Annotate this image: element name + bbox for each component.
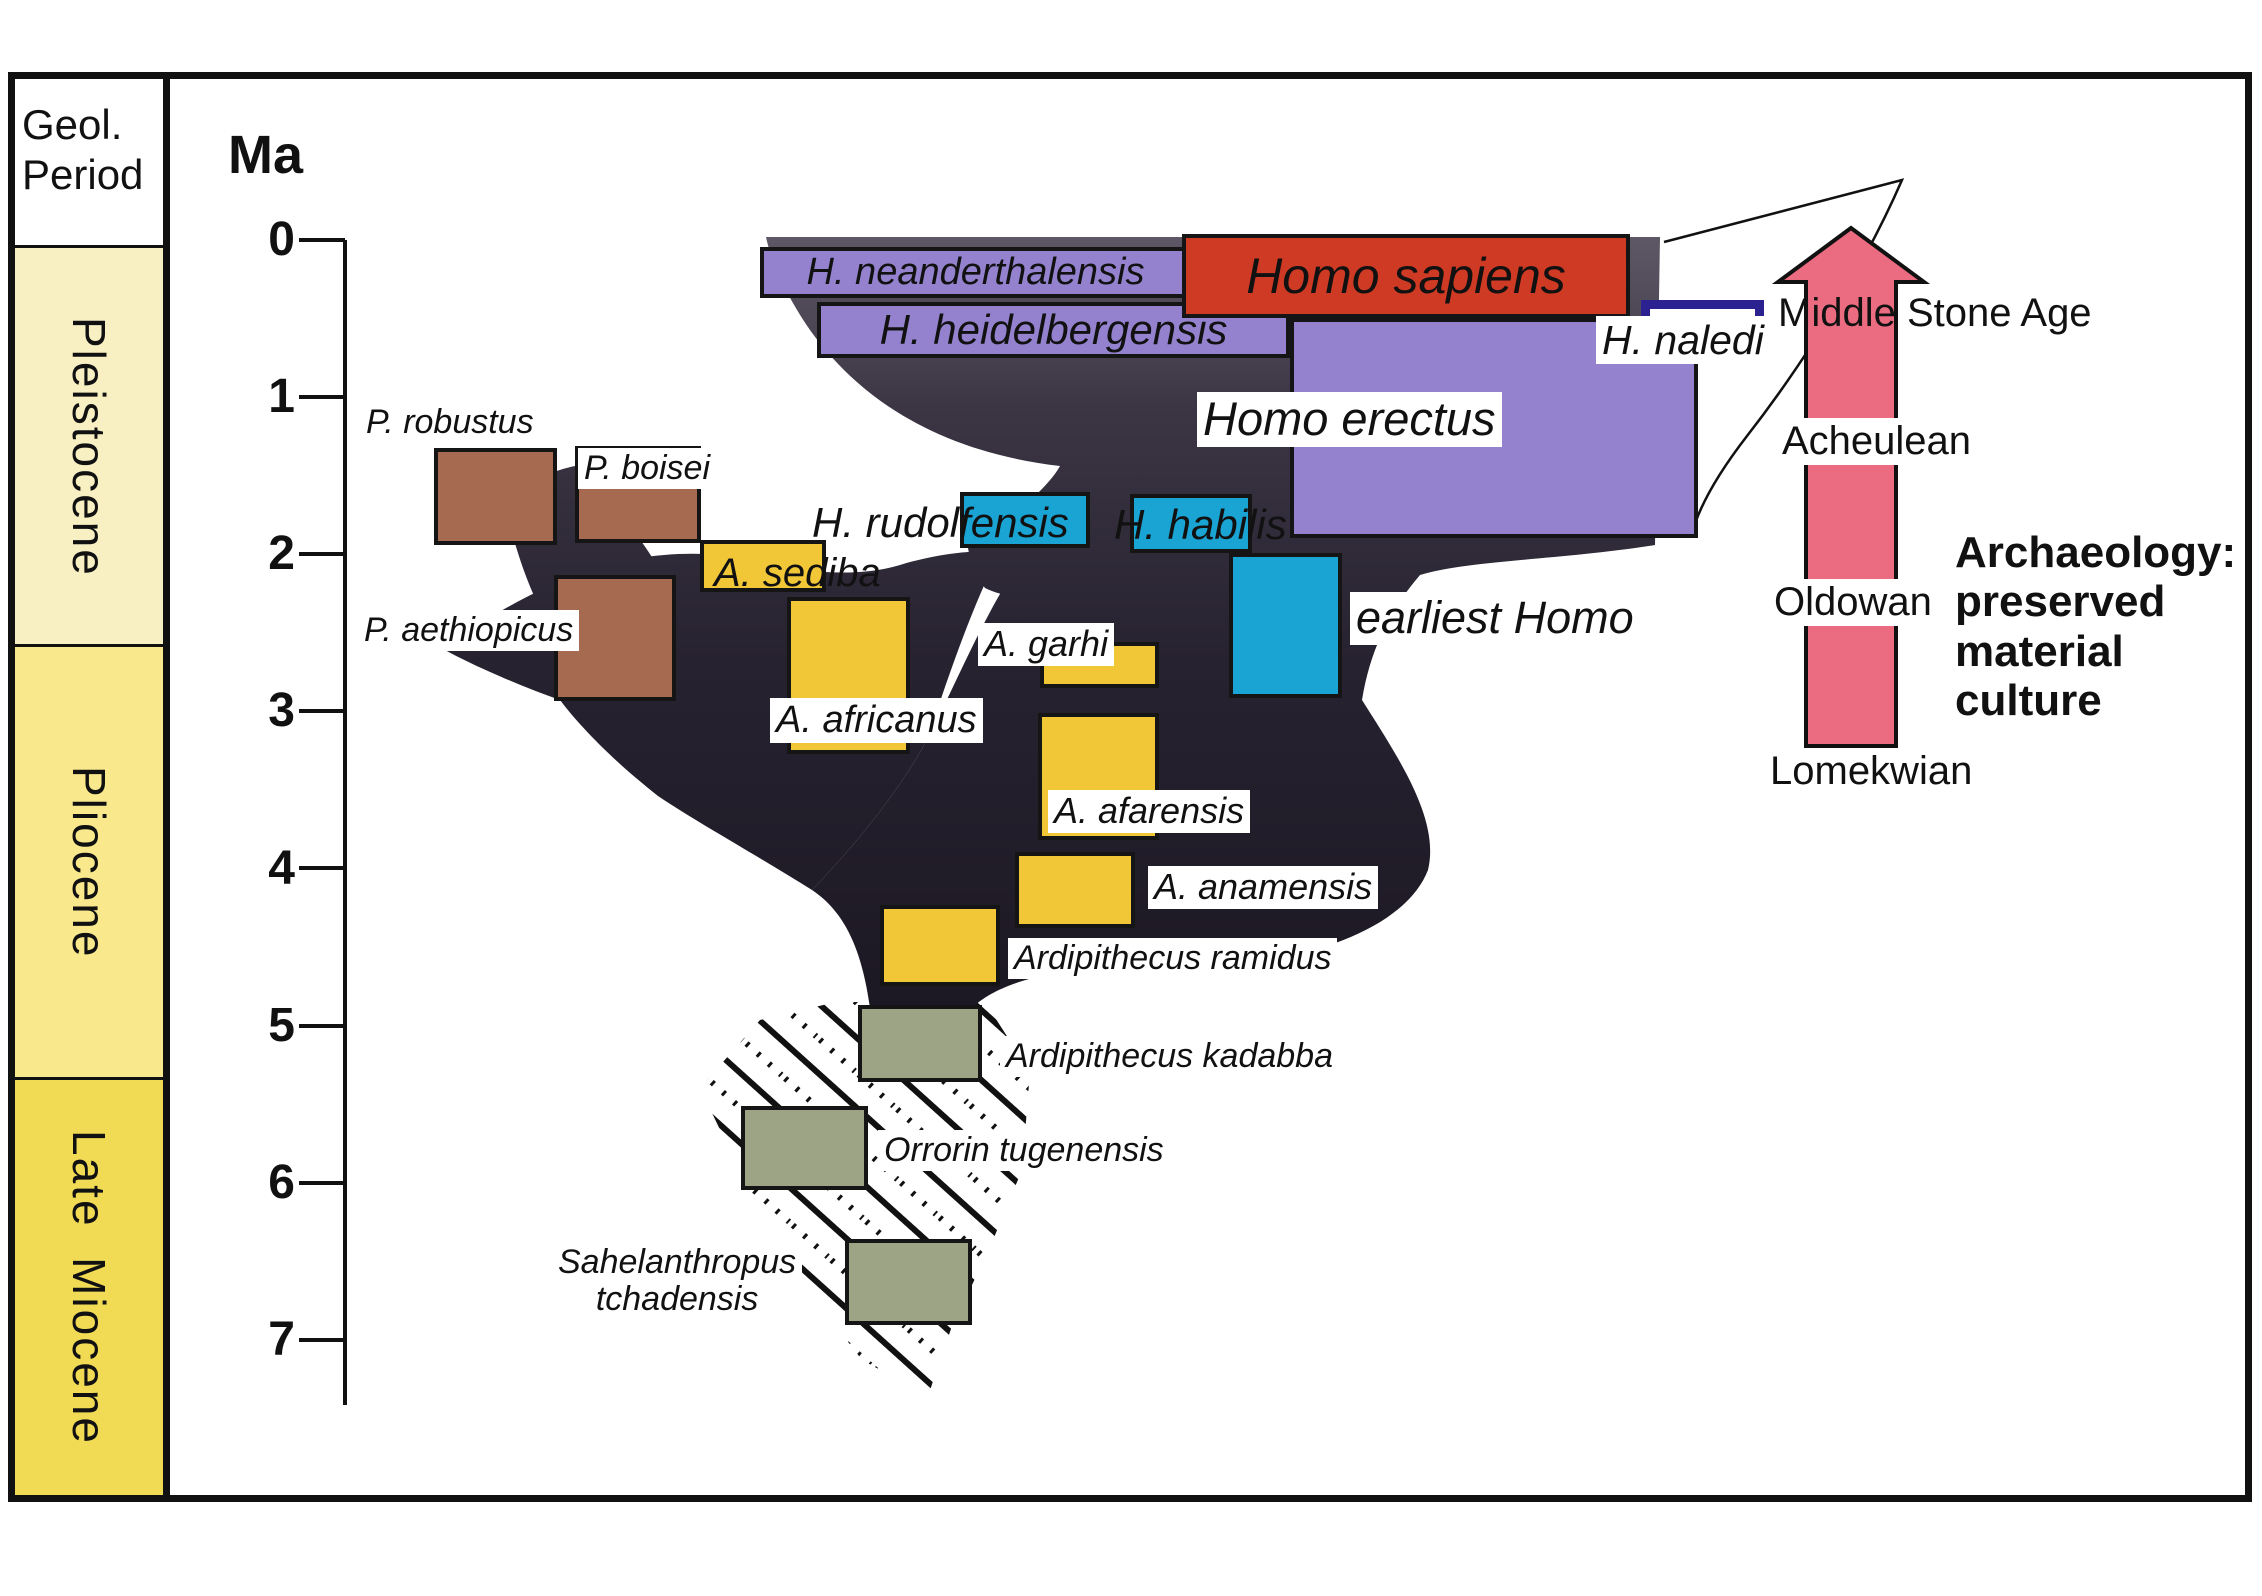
species-label-earliest-homo: earliest Homo: [1350, 592, 1640, 645]
band-divider-2: [15, 644, 163, 647]
diagram-frame: [8, 72, 2252, 1502]
species-box-neanderthalensis: H. neanderthalensis: [760, 247, 1191, 298]
tick-6: 6: [268, 1156, 295, 1209]
tick-0: 0: [268, 213, 295, 266]
tickmark-0: [299, 238, 345, 242]
species-box-sediba: [700, 540, 826, 592]
tick-4: 4: [268, 842, 295, 895]
species-label-sapiens: Homo sapiens: [1246, 248, 1566, 304]
axis-title-ma: Ma: [228, 125, 304, 185]
species-label-africanus: A. africanus: [770, 698, 983, 744]
geo-header-line1: Geol.: [22, 101, 123, 148]
geo-column-header: Geol. Period: [22, 100, 143, 199]
species-label-robustus: P. robustus: [360, 402, 540, 443]
sahelanthropus-line2: tchadensis: [595, 1279, 759, 1318]
ghost-lineage-outline: [1663, 178, 1905, 538]
tick-7: 7: [268, 1313, 295, 1366]
stage-label-oldowan: Oldowan: [1768, 579, 1938, 626]
tick-5: 5: [268, 999, 295, 1052]
tickmark-2: [299, 552, 345, 556]
sahelanthropus-line1: Sahelanthropus: [558, 1243, 797, 1281]
species-label-afarensis: A. afarensis: [1048, 790, 1251, 833]
period-label-pliocene: Pliocene: [63, 766, 115, 959]
species-label-ramidus: Ardipithecus ramidus: [1008, 938, 1338, 979]
period-band-pliocene: Pliocene: [15, 646, 163, 1079]
tick-2: 2: [268, 527, 295, 580]
species-box-anamensis: [1015, 852, 1135, 928]
band-divider-1: [15, 245, 163, 248]
period-label-late-miocene: Late Miocene: [63, 1129, 115, 1445]
tickmark-3: [299, 709, 345, 713]
species-box-sahelanthropus: [845, 1239, 972, 1325]
ma-axis-line: [343, 240, 347, 1405]
species-box-heidelbergensis: H. heidelbergensis: [817, 302, 1290, 358]
band-divider-3: [15, 1077, 163, 1080]
geo-header-line2: Period: [22, 150, 144, 198]
tick-3: 3: [268, 684, 295, 737]
archaeology-heading-line4: culture: [1955, 675, 2102, 725]
period-band-pleistocene: Pleistocene: [15, 247, 163, 646]
tickmark-6: [299, 1181, 345, 1185]
species-label-sahelanthropus: Sahelanthropus tchadensis: [552, 1242, 803, 1320]
species-label-rudolfensis: H. rudolfensis: [812, 499, 1069, 546]
species-box-orrorin: [741, 1106, 868, 1190]
species-label-habilis: H. habilis: [1114, 501, 1287, 548]
species-box-sapiens: Homo sapiens: [1182, 234, 1630, 318]
species-label-neanderthalensis: H. neanderthalensis: [806, 251, 1145, 293]
column-divider: [163, 72, 170, 1502]
species-box-earliest-homo: [1229, 553, 1342, 698]
tick-1: 1: [268, 370, 295, 423]
species-label-orrorin: Orrorin tugenensis: [878, 1130, 1170, 1171]
species-label-sediba: A. sediba: [714, 551, 881, 595]
species-label-boisei: P. boisei: [578, 448, 717, 489]
species-label-heidelbergensis: H. heidelbergensis: [879, 306, 1228, 353]
period-band-late-miocene: Late Miocene: [15, 1079, 163, 1495]
species-label-naledi: H. naledi: [1596, 316, 1770, 365]
tickmark-7: [299, 1338, 345, 1342]
tickmark-4: [299, 866, 345, 870]
species-label-kadabba: Ardipithecus kadabba: [1000, 1036, 1340, 1077]
species-label-aethiopicus: P. aethiopicus: [358, 610, 580, 651]
species-label-erectus: Homo erectus: [1197, 392, 1502, 447]
species-label-garhi: A. garhi: [978, 623, 1115, 666]
period-label-pleistocene: Pleistocene: [63, 316, 115, 577]
species-box-kadabba: [858, 1005, 982, 1082]
archaeology-heading: Archaeology: preserved material culture: [1955, 528, 2236, 725]
archaeology-heading-line2: preserved: [1955, 577, 2166, 627]
archaeology-heading-line3: material: [1955, 626, 2124, 676]
species-box-habilis: [1130, 494, 1252, 553]
stage-label-middle-stone-age: Middle Stone Age: [1778, 291, 2092, 335]
species-box-ramidus: [880, 905, 1000, 986]
archaeology-heading-line1: Archaeology:: [1955, 528, 2237, 577]
stage-label-acheulean: Acheulean: [1776, 418, 1978, 465]
species-box-rudolfensis: [960, 492, 1090, 548]
species-box-robustus: [434, 448, 557, 545]
tickmark-1: [299, 395, 345, 399]
species-label-anamensis: A. anamensis: [1148, 866, 1379, 909]
tickmark-5: [299, 1024, 345, 1028]
stage-label-lomekwian: Lomekwian: [1770, 749, 1973, 793]
